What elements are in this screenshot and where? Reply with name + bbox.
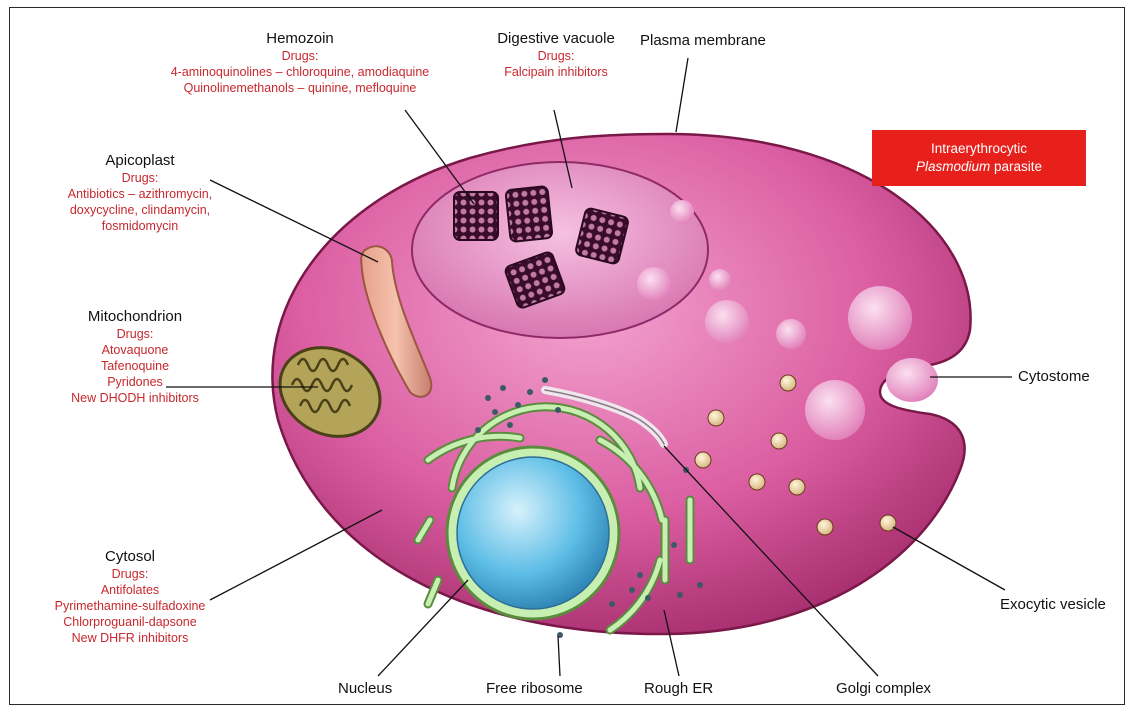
cytostome-bubble: [886, 358, 938, 402]
vesicle-bubble: [709, 269, 731, 291]
cytosol-drug: Pyrimethamine-sulfadoxine: [10, 598, 250, 614]
mitochondrion-drug: Tafenoquine: [40, 358, 230, 374]
cytosol-drugs-heading: Drugs:: [10, 566, 250, 582]
hemozoin-crystal: [454, 192, 498, 240]
label-exocytic-vesicle: Exocytic vesicle: [1000, 596, 1106, 613]
digestive-vacuole-drugs-heading: Drugs:: [456, 48, 656, 64]
vacuole-bubble: [670, 200, 694, 224]
cytosol-drug: New DHFR inhibitors: [10, 630, 250, 646]
hemozoin-drug: 4-aminoquinolines – chloroquine, amodiaq…: [90, 64, 510, 80]
mitochondrion-drug: Pyridones: [40, 374, 230, 390]
label-hemozoin: Hemozoin Drugs: 4-aminoquinolines – chlo…: [90, 30, 510, 96]
badge-species: Plasmodium: [916, 159, 990, 174]
label-digestive-vacuole: Digestive vacuole Drugs: Falcipain inhib…: [456, 30, 656, 80]
digestive-vacuole-drug: Falcipain inhibitors: [456, 64, 656, 80]
apicoplast-drug: fosmidomycin: [20, 218, 260, 234]
vesicle-bubble: [776, 319, 806, 349]
badge-line2: Plasmodium parasite: [872, 158, 1086, 176]
hemozoin-title: Hemozoin: [90, 30, 510, 48]
label-rough-er: Rough ER: [644, 680, 713, 697]
cytosol-drug: Chlorproguanil-dapsone: [10, 614, 250, 630]
label-cytostome: Cytostome: [1018, 368, 1090, 385]
apicoplast-title: Apicoplast: [20, 152, 260, 170]
cytosol-title: Cytosol: [10, 548, 250, 566]
hemozoin-crystal: [505, 186, 552, 242]
apicoplast-drugs-heading: Drugs:: [20, 170, 260, 186]
hemozoin-drug: Quinolinemethanols – quinine, mefloquine: [90, 80, 510, 96]
label-free-ribosome: Free ribosome: [486, 680, 583, 697]
vacuole-bubble: [637, 267, 671, 301]
label-cytosol: Cytosol Drugs: Antifolates Pyrimethamine…: [10, 548, 250, 646]
cytosol-drug: Antifolates: [10, 582, 250, 598]
apicoplast-drug: doxycycline, clindamycin,: [20, 202, 260, 218]
digestive-vacuole: [412, 162, 708, 338]
label-apicoplast: Apicoplast Drugs: Antibiotics – azithrom…: [20, 152, 260, 234]
label-nucleus: Nucleus: [338, 680, 392, 697]
mitochondrion-drug: Atovaquone: [40, 342, 230, 358]
badge-line1: Intraerythrocytic: [872, 140, 1086, 158]
vesicle-bubble: [848, 286, 912, 350]
digestive-vacuole-title: Digestive vacuole: [456, 30, 656, 48]
mitochondrion-drugs-heading: Drugs:: [40, 326, 230, 342]
badge-rest: parasite: [990, 159, 1042, 174]
vesicle-bubble: [705, 300, 749, 344]
label-plasma-membrane: Plasma membrane: [640, 32, 766, 49]
label-golgi-complex: Golgi complex: [836, 680, 931, 697]
vesicle-bubble: [805, 380, 865, 440]
label-mitochondrion: Mitochondrion Drugs: Atovaquone Tafenoqu…: [40, 308, 230, 406]
mitochondrion-drug: New DHODH inhibitors: [40, 390, 230, 406]
apicoplast-drug: Antibiotics – azithromycin,: [20, 186, 260, 202]
hemozoin-drugs-heading: Drugs:: [90, 48, 510, 64]
mitochondrion-title: Mitochondrion: [40, 308, 230, 326]
parasite-badge: Intraerythrocytic Plasmodium parasite: [872, 130, 1086, 186]
nucleus: [457, 457, 609, 609]
